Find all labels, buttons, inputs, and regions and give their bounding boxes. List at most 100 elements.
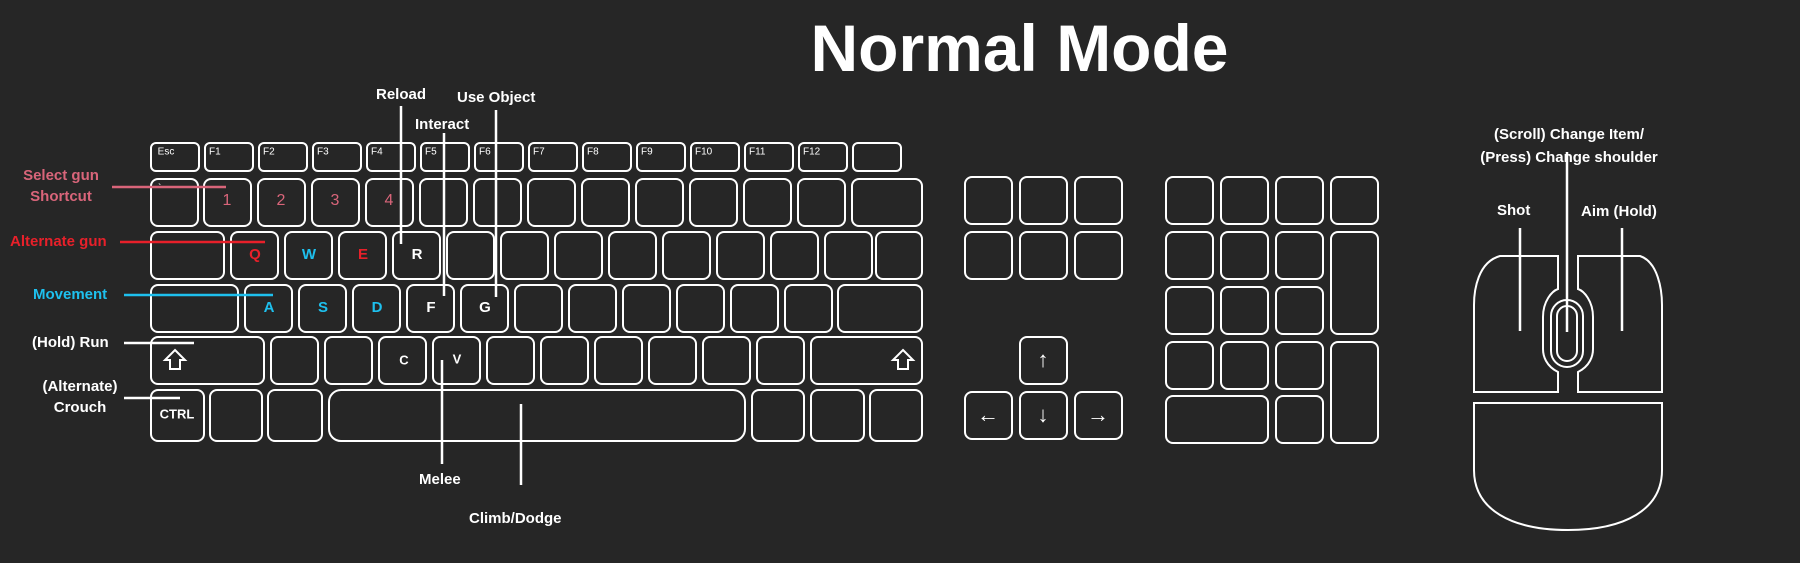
key-numpad-r2-1	[1165, 231, 1214, 280]
key-row2-5	[446, 231, 495, 280]
key-arrow-up	[1019, 336, 1068, 385]
key-f12	[798, 142, 848, 172]
key-number-1	[203, 178, 252, 227]
interact-label: Interact	[415, 116, 470, 133]
key-row3-11	[784, 284, 833, 333]
key-nav-mid-2	[1019, 231, 1068, 280]
key-esc	[150, 142, 200, 172]
key-number-7	[527, 178, 576, 227]
crouch-label: (Alternate)Crouch	[42, 378, 118, 416]
key-row4-3	[378, 336, 427, 385]
key-arrow-right	[1074, 391, 1123, 440]
key-a-label: A	[264, 299, 275, 316]
key-f5-label: F5	[425, 147, 437, 158]
key-f4	[366, 142, 416, 172]
key-q-label: Q	[249, 246, 261, 263]
key-row3-3	[352, 284, 401, 333]
shift-arrow-icon	[162, 348, 188, 370]
key-ctrl	[150, 389, 205, 442]
key-f3-label: F3	[317, 147, 329, 158]
key-number-12	[797, 178, 846, 227]
page-title: Normal Mode	[810, 11, 1229, 85]
key-w-label: W	[302, 246, 317, 263]
key-r-label: R	[412, 246, 423, 263]
scroll-wheel	[1550, 299, 1584, 368]
key-numpad-r2-2	[1220, 231, 1269, 280]
key-row2-2	[284, 231, 333, 280]
key-tab	[150, 231, 225, 280]
key-arrow-down	[1019, 391, 1068, 440]
key-f2	[258, 142, 308, 172]
key-backtick	[150, 178, 199, 227]
key-number-4-label: 4	[385, 192, 394, 209]
key-c-label: C	[399, 352, 409, 367]
key-f2-label: F2	[263, 147, 275, 158]
key-number-2-label: 2	[277, 192, 286, 209]
right-mouse-button	[1577, 255, 1663, 393]
key-numpad-r2-3	[1275, 231, 1324, 280]
melee-label: Melee	[419, 471, 461, 488]
key-f9-label: F9	[641, 147, 653, 158]
run-label: (Hold) Run	[32, 334, 109, 351]
key-row3-8	[622, 284, 671, 333]
key-g-label: G	[479, 299, 491, 316]
key-number-11	[743, 178, 792, 227]
key-f4-label: F4	[371, 147, 383, 158]
arrow-up-icon: ↑	[1038, 347, 1049, 372]
key-numpad-r4-2	[1220, 341, 1269, 390]
key-s-label: S	[318, 299, 328, 316]
key-alt-right	[751, 389, 805, 442]
use-object-label: Use Object	[457, 89, 536, 106]
key-numpad-r1-1	[1165, 176, 1214, 225]
key-nav-mid-1	[964, 231, 1013, 280]
key-row3-4	[406, 284, 455, 333]
key-f9	[636, 142, 686, 172]
key-row4-6	[540, 336, 589, 385]
key-nav-mid-3	[1074, 231, 1123, 280]
key-row3-6	[514, 284, 563, 333]
key-number-10	[689, 178, 738, 227]
key-spacebar	[328, 389, 746, 442]
key-backslash	[875, 231, 923, 280]
key-numpad-0	[1165, 395, 1269, 444]
key-numpad-r3-1	[1165, 286, 1214, 335]
scroll-wheel-inner	[1556, 305, 1578, 362]
key-number-4	[365, 178, 414, 227]
key-row4-4	[432, 336, 481, 385]
key-f11-label: F11	[749, 147, 766, 158]
climb-dodge-label: Climb/Dodge	[469, 510, 562, 527]
aim-label: Aim (Hold)	[1581, 203, 1657, 220]
key-row2-7	[554, 231, 603, 280]
key-row2-10	[716, 231, 765, 280]
key-row2-4	[392, 231, 441, 280]
key-row3-10	[730, 284, 779, 333]
key-numpad-r4-3	[1275, 341, 1324, 390]
key-arrow-left	[964, 391, 1013, 440]
arrow-left-icon: ←	[977, 402, 999, 427]
key-row2-11	[770, 231, 819, 280]
key-blank-fn	[852, 142, 902, 172]
key-f6-label: F6	[479, 147, 491, 158]
key-row4-5	[486, 336, 535, 385]
arrow-down-icon: ↓	[1038, 402, 1049, 427]
key-row2-3	[338, 231, 387, 280]
key-numpad-r1-3	[1275, 176, 1324, 225]
key-d-label: D	[372, 299, 383, 316]
key-f12-label: F12	[803, 147, 821, 158]
key-ctrl-right	[869, 389, 923, 442]
key-number-2	[257, 178, 306, 227]
key-nav-top-1	[964, 176, 1013, 225]
key-number-9	[635, 178, 684, 227]
key-f10-label: F10	[695, 147, 713, 158]
movement-label: Movement	[33, 286, 108, 303]
key-number-6	[473, 178, 522, 227]
key-nav-top-2	[1019, 176, 1068, 225]
key-row3-1	[244, 284, 293, 333]
key-v-label: V	[453, 351, 462, 366]
key-f11	[744, 142, 794, 172]
alternate-gun-label: Alternate gun	[10, 233, 107, 250]
key-f8	[582, 142, 632, 172]
key-numpad-r3-2	[1220, 286, 1269, 335]
key-row3-5	[460, 284, 509, 333]
